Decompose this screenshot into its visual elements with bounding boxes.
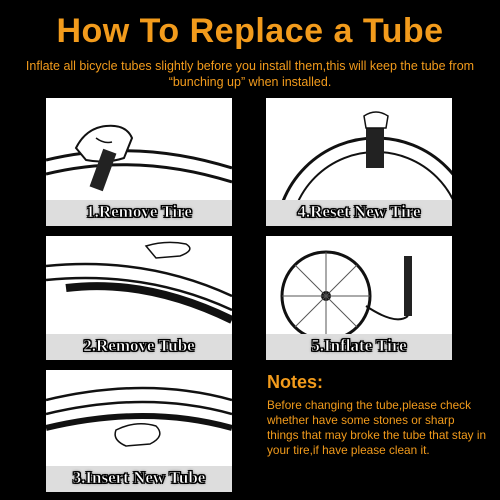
step-label-bar <box>46 200 232 226</box>
step-label-bar <box>266 200 452 226</box>
reset-new-tire-illustration <box>275 111 452 226</box>
step-label-bar <box>266 334 452 360</box>
step-label-bar <box>46 334 232 360</box>
step-panel-insert-new-tube: 3.Insert New Tube <box>46 370 232 492</box>
insert-new-tube-illustration <box>46 386 232 447</box>
step-label: 4.Reset New Tire <box>297 202 421 222</box>
step-panel-inflate-tire: 5.Inflate Tire <box>266 236 452 360</box>
remove-tire-illustration <box>46 124 232 192</box>
notes-body: Before changing the tube,please check wh… <box>267 398 487 457</box>
page-subtitle: Inflate all bicycle tubes slightly befor… <box>25 59 475 89</box>
remove-tube-illustration <box>46 241 232 324</box>
step-panel-reset-new-tire: 4.Reset New Tire <box>266 98 452 226</box>
step-label-bar <box>46 466 232 492</box>
step-label: 2.Remove Tube <box>83 336 195 356</box>
notes-title: Notes: <box>267 372 324 392</box>
step-panel-remove-tube: 2.Remove Tube <box>46 236 232 360</box>
step-label: 1.Remove Tire <box>86 202 192 222</box>
step-label: 3.Insert New Tube <box>72 468 206 488</box>
step-panel-remove-tire: 1.Remove Tire <box>46 98 232 226</box>
step-label: 5.Inflate Tire <box>311 336 407 356</box>
page-title: How To Replace a Tube <box>56 12 444 50</box>
